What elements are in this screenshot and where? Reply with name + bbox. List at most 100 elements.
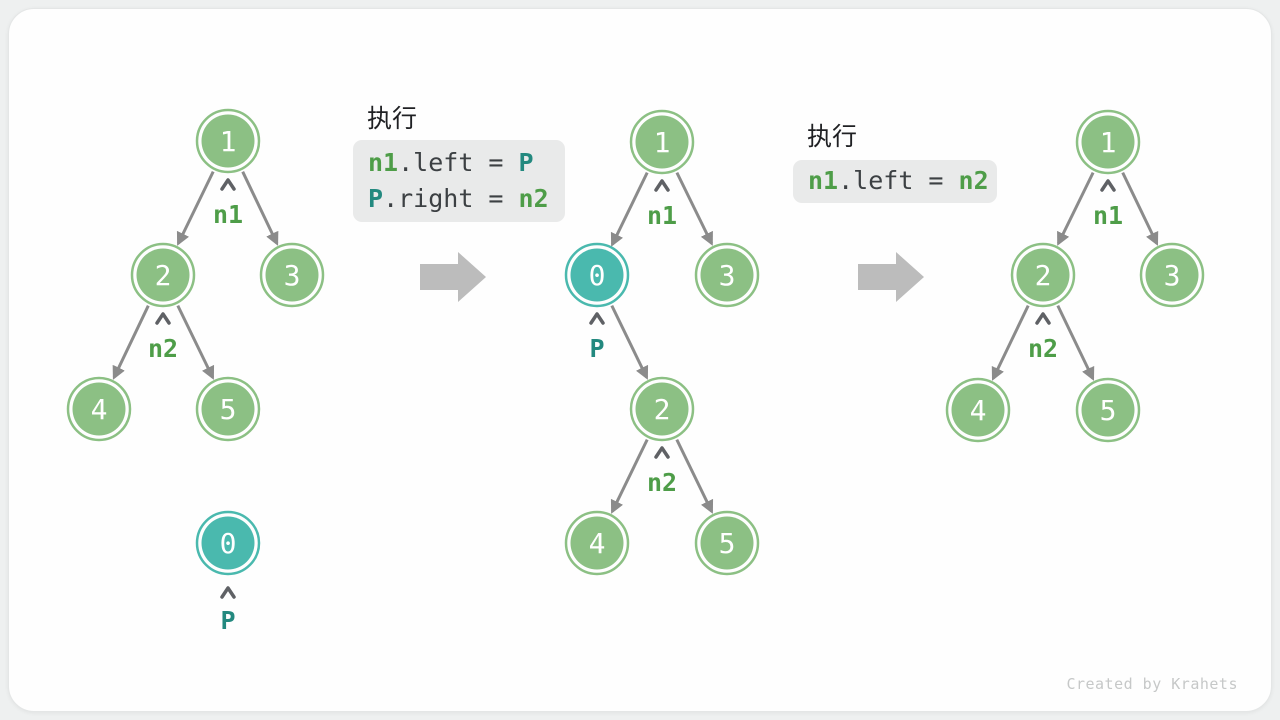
node-circle-inner [635, 115, 689, 169]
tree-node-2: 2 [629, 376, 695, 442]
node-circle-outer [195, 108, 261, 174]
node-circle-inner [700, 516, 754, 570]
node-circle-outer [66, 376, 132, 442]
edge-1-3 [1121, 171, 1159, 246]
code-token: = [473, 148, 519, 177]
edge-0-2 [610, 304, 649, 380]
tree-node-1: 1 [1075, 109, 1141, 175]
code-box-1: n1.left = P P.right = n2 [353, 140, 565, 222]
node-value: 2 [155, 259, 172, 292]
code-token: .right [383, 184, 474, 213]
node-circle-inner [201, 382, 255, 436]
tree-right: 1 2 3 4 5 n1 [945, 109, 1205, 443]
node-value: 5 [719, 527, 736, 560]
node-value: 3 [1164, 259, 1181, 292]
exec-title-1: 执行 [367, 105, 418, 133]
node-circle-outer [564, 242, 630, 308]
node-circle-inner [201, 516, 255, 570]
edge-2-5 [1056, 304, 1095, 381]
edge-1-0 [610, 171, 649, 247]
node-circle-inner [201, 114, 255, 168]
tree-node-2: 2 [1010, 242, 1076, 308]
node-circle-inner [700, 248, 754, 302]
pointer-caret-icon [1100, 179, 1116, 192]
node-value: 2 [654, 393, 671, 426]
tree-node-4: 4 [945, 377, 1011, 443]
transition-arrow-icon [420, 252, 486, 302]
tree-node-4: 4 [66, 376, 132, 442]
pointer-label-n2: n2 [148, 334, 178, 363]
code-token: = [913, 166, 959, 195]
tree-middle: 1 0 3 2 4 [564, 109, 760, 576]
pointer-caret-icon [654, 446, 670, 459]
node-circle-outer [259, 242, 325, 308]
code-line: n1.left = P [368, 145, 550, 181]
node-circle-outer [130, 242, 196, 308]
node-value: 1 [654, 126, 671, 159]
node-circle-outer [1075, 377, 1141, 443]
code-box-2: n1.left = n2 [793, 160, 997, 203]
code-token: n1 [808, 166, 839, 195]
node-circle-inner [570, 248, 624, 302]
tree-node-5: 5 [195, 376, 261, 442]
pointer-caret-icon [1035, 312, 1051, 325]
node-circle-outer [629, 376, 695, 442]
tree-node-4: 4 [564, 510, 630, 576]
node-value: 2 [1035, 259, 1052, 292]
pointer-caret-icon [220, 178, 236, 191]
tree-node-5: 5 [694, 510, 760, 576]
node-value: 4 [91, 393, 108, 426]
code-token: = [473, 184, 519, 213]
code-token: P [368, 184, 384, 213]
tree-node-2: 2 [130, 242, 196, 308]
code-line: n1.left = n2 [808, 163, 989, 199]
node-value: 1 [220, 125, 237, 158]
node-circle-outer [945, 377, 1011, 443]
node-value: 1 [1100, 126, 1117, 159]
node-circle-outer [629, 109, 695, 175]
pointer-label-p: P [589, 334, 604, 363]
code-line: P.right = n2 [368, 181, 550, 217]
tree-node-3: 3 [259, 242, 325, 308]
tree-left: 1 2 3 4 5 [66, 108, 325, 635]
tree-node-1: 1 [629, 109, 695, 175]
node-value: 5 [1100, 394, 1117, 427]
node-circle-inner [635, 382, 689, 436]
node-circle-inner [72, 382, 126, 436]
node-circle-inner [265, 248, 319, 302]
pointer-caret-icon [589, 312, 605, 325]
node-value: 0 [589, 259, 606, 292]
edge-2-4 [991, 304, 1030, 381]
pointer-label-p: P [220, 606, 235, 635]
node-value: 0 [220, 527, 237, 560]
edge-1-3 [241, 171, 279, 246]
node-value: 3 [284, 259, 301, 292]
node-value: 4 [970, 394, 987, 427]
pointer-label-n1: n1 [1093, 201, 1123, 230]
node-value: 5 [220, 393, 237, 426]
pointer-label-n2: n2 [647, 468, 677, 497]
tree-node-3: 3 [694, 242, 760, 308]
node-circle-inner [1081, 383, 1135, 437]
edge-2-4 [112, 305, 150, 380]
code-token: .left [398, 148, 474, 177]
node-circle-outer [1010, 242, 1076, 308]
node-circle-inner [1081, 115, 1135, 169]
pointer-label-n1: n1 [213, 200, 243, 229]
tree-node-0-p: 0 [564, 242, 630, 308]
node-value: 3 [719, 259, 736, 292]
edge-2-5 [176, 304, 215, 380]
tree-node-5: 5 [1075, 377, 1141, 443]
node-value: 4 [589, 527, 606, 560]
node-circle-outer [195, 376, 261, 442]
transition-arrow-icon [858, 252, 924, 302]
pointer-label-n2: n2 [1028, 334, 1058, 363]
tree-node-1: 1 [195, 108, 261, 174]
node-circle-outer [694, 242, 760, 308]
code-token: P [518, 148, 534, 177]
edge-1-2 [1057, 171, 1095, 246]
edge-2-5 [675, 438, 714, 514]
watermark: Created by Krahets [1066, 675, 1238, 693]
